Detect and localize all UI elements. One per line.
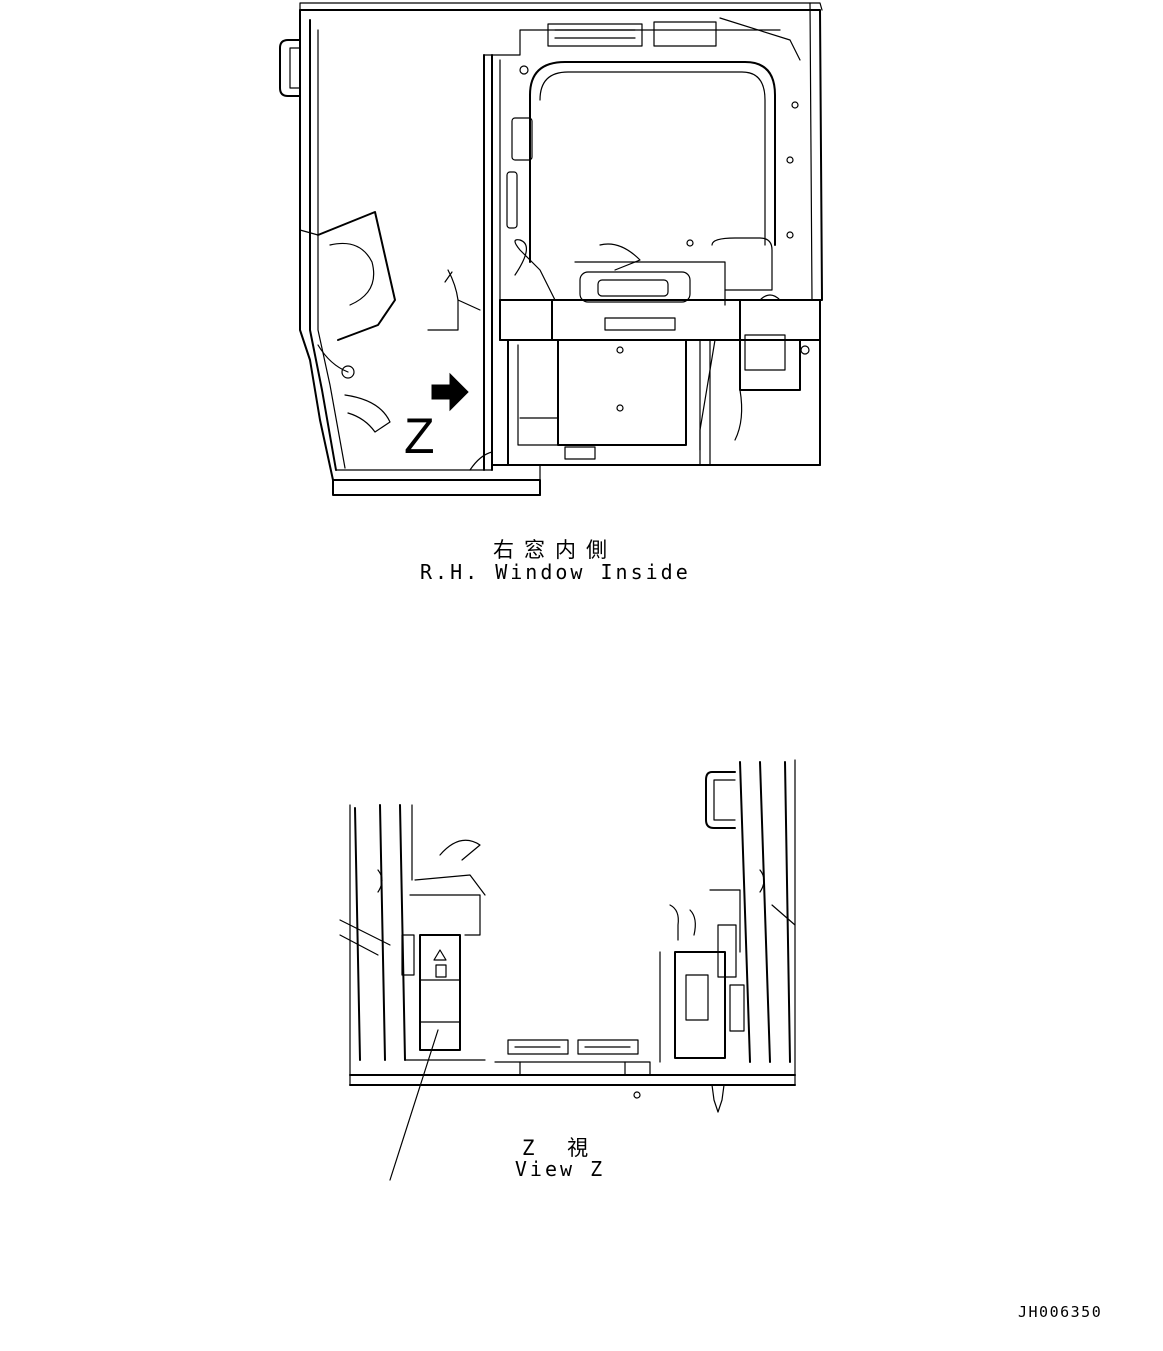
floor-connectors: [507, 1039, 639, 1076]
left-cab-pillar: [339, 804, 413, 1061]
top-caption-japanese: 右窓内側: [493, 538, 617, 562]
hanging-cable: [427, 269, 481, 331]
top-caption-english: R.H. Window Inside: [420, 560, 691, 584]
roof-panel: [547, 17, 801, 61]
view-direction-arrow: [431, 372, 469, 412]
left-control-column: [401, 839, 486, 1061]
leader-line: [389, 1029, 439, 1181]
floor-drain: [633, 1084, 725, 1113]
door-latch-assembly: [299, 211, 493, 471]
rh-equipment-box: [699, 294, 821, 466]
rear-window-glass: [529, 61, 776, 263]
bottom-caption-english: View Z: [514, 1157, 606, 1181]
grab-handle: [279, 39, 301, 97]
drawing-code: JH006350: [1018, 1303, 1103, 1321]
floor-frame: [349, 759, 796, 1086]
right-control-column: [659, 889, 745, 1063]
bottom-caption-japanese: Z 視: [521, 1136, 599, 1160]
lower-cabinet: [491, 339, 821, 481]
side-panel-slots: [506, 65, 799, 247]
view-marker-z: Z: [404, 408, 435, 464]
window-pillar: [483, 29, 781, 471]
right-cab-pillar: [705, 761, 796, 1063]
